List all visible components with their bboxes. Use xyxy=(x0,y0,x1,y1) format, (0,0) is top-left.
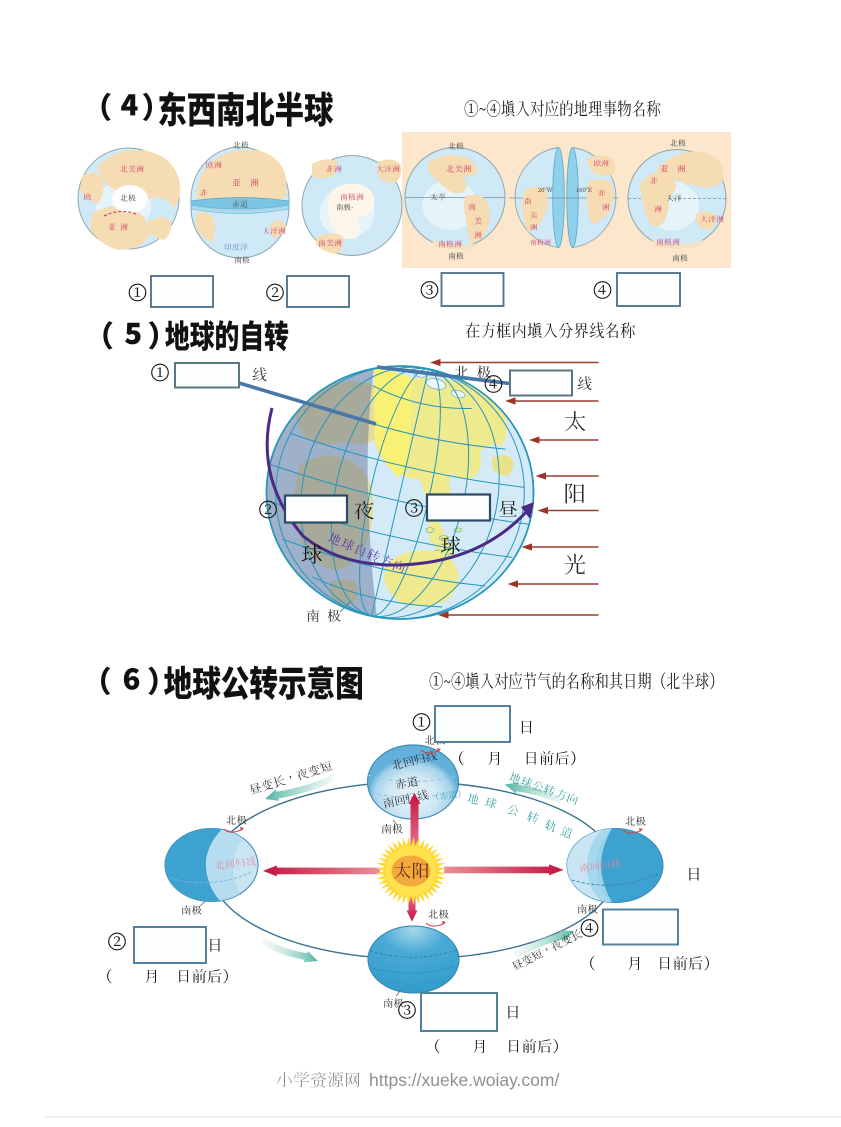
svg-text:https://xueke.woiay.com/: https://xueke.woiay.com/ xyxy=(369,1070,559,1090)
